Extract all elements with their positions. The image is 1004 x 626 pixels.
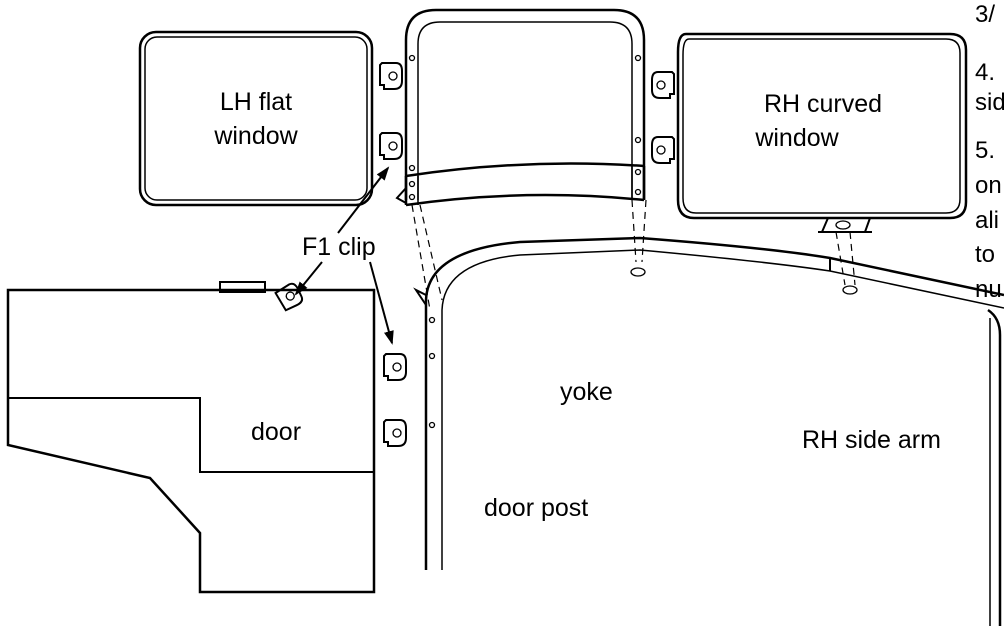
step5-line3: ali [975, 207, 999, 234]
step3-text: 3/ [975, 1, 995, 28]
rh-window-label-line1: RH curved [764, 90, 882, 118]
clip-arrow-lower [369, 261, 394, 345]
clip-label: F1 clip [302, 233, 376, 261]
lh-window-label-line1: LH flat [220, 88, 292, 116]
instructions-partial: 3/ 4. sid 5. on ali to nu [975, 1, 1004, 303]
step4-line1: 4. [975, 59, 995, 86]
step4-line2: sid [975, 89, 1004, 116]
door-label: door [251, 418, 301, 446]
clip-arrow-door [294, 261, 323, 296]
lh-flat-window: LH flat window [138, 30, 374, 207]
rh-window-label-line2: window [754, 124, 839, 152]
step5-line2: on [975, 172, 1002, 199]
step5-line4: to [975, 241, 995, 268]
yoke-label: yoke [560, 378, 613, 406]
f1-clip [274, 62, 675, 447]
door-frame [395, 8, 646, 207]
door-post-and-yoke [413, 236, 1004, 626]
step5-line5: nu [975, 276, 1002, 303]
door-post-label: door post [484, 494, 588, 522]
lh-window-label-line2: window [213, 122, 298, 150]
rh-curved-window: RH curved window [676, 32, 968, 233]
door: door [6, 281, 376, 594]
clip-arrow-upper [337, 166, 390, 234]
step5-line1: 5. [975, 137, 995, 164]
alignment-lines [411, 199, 856, 311]
rh-side-arm-label: RH side arm [802, 426, 941, 454]
